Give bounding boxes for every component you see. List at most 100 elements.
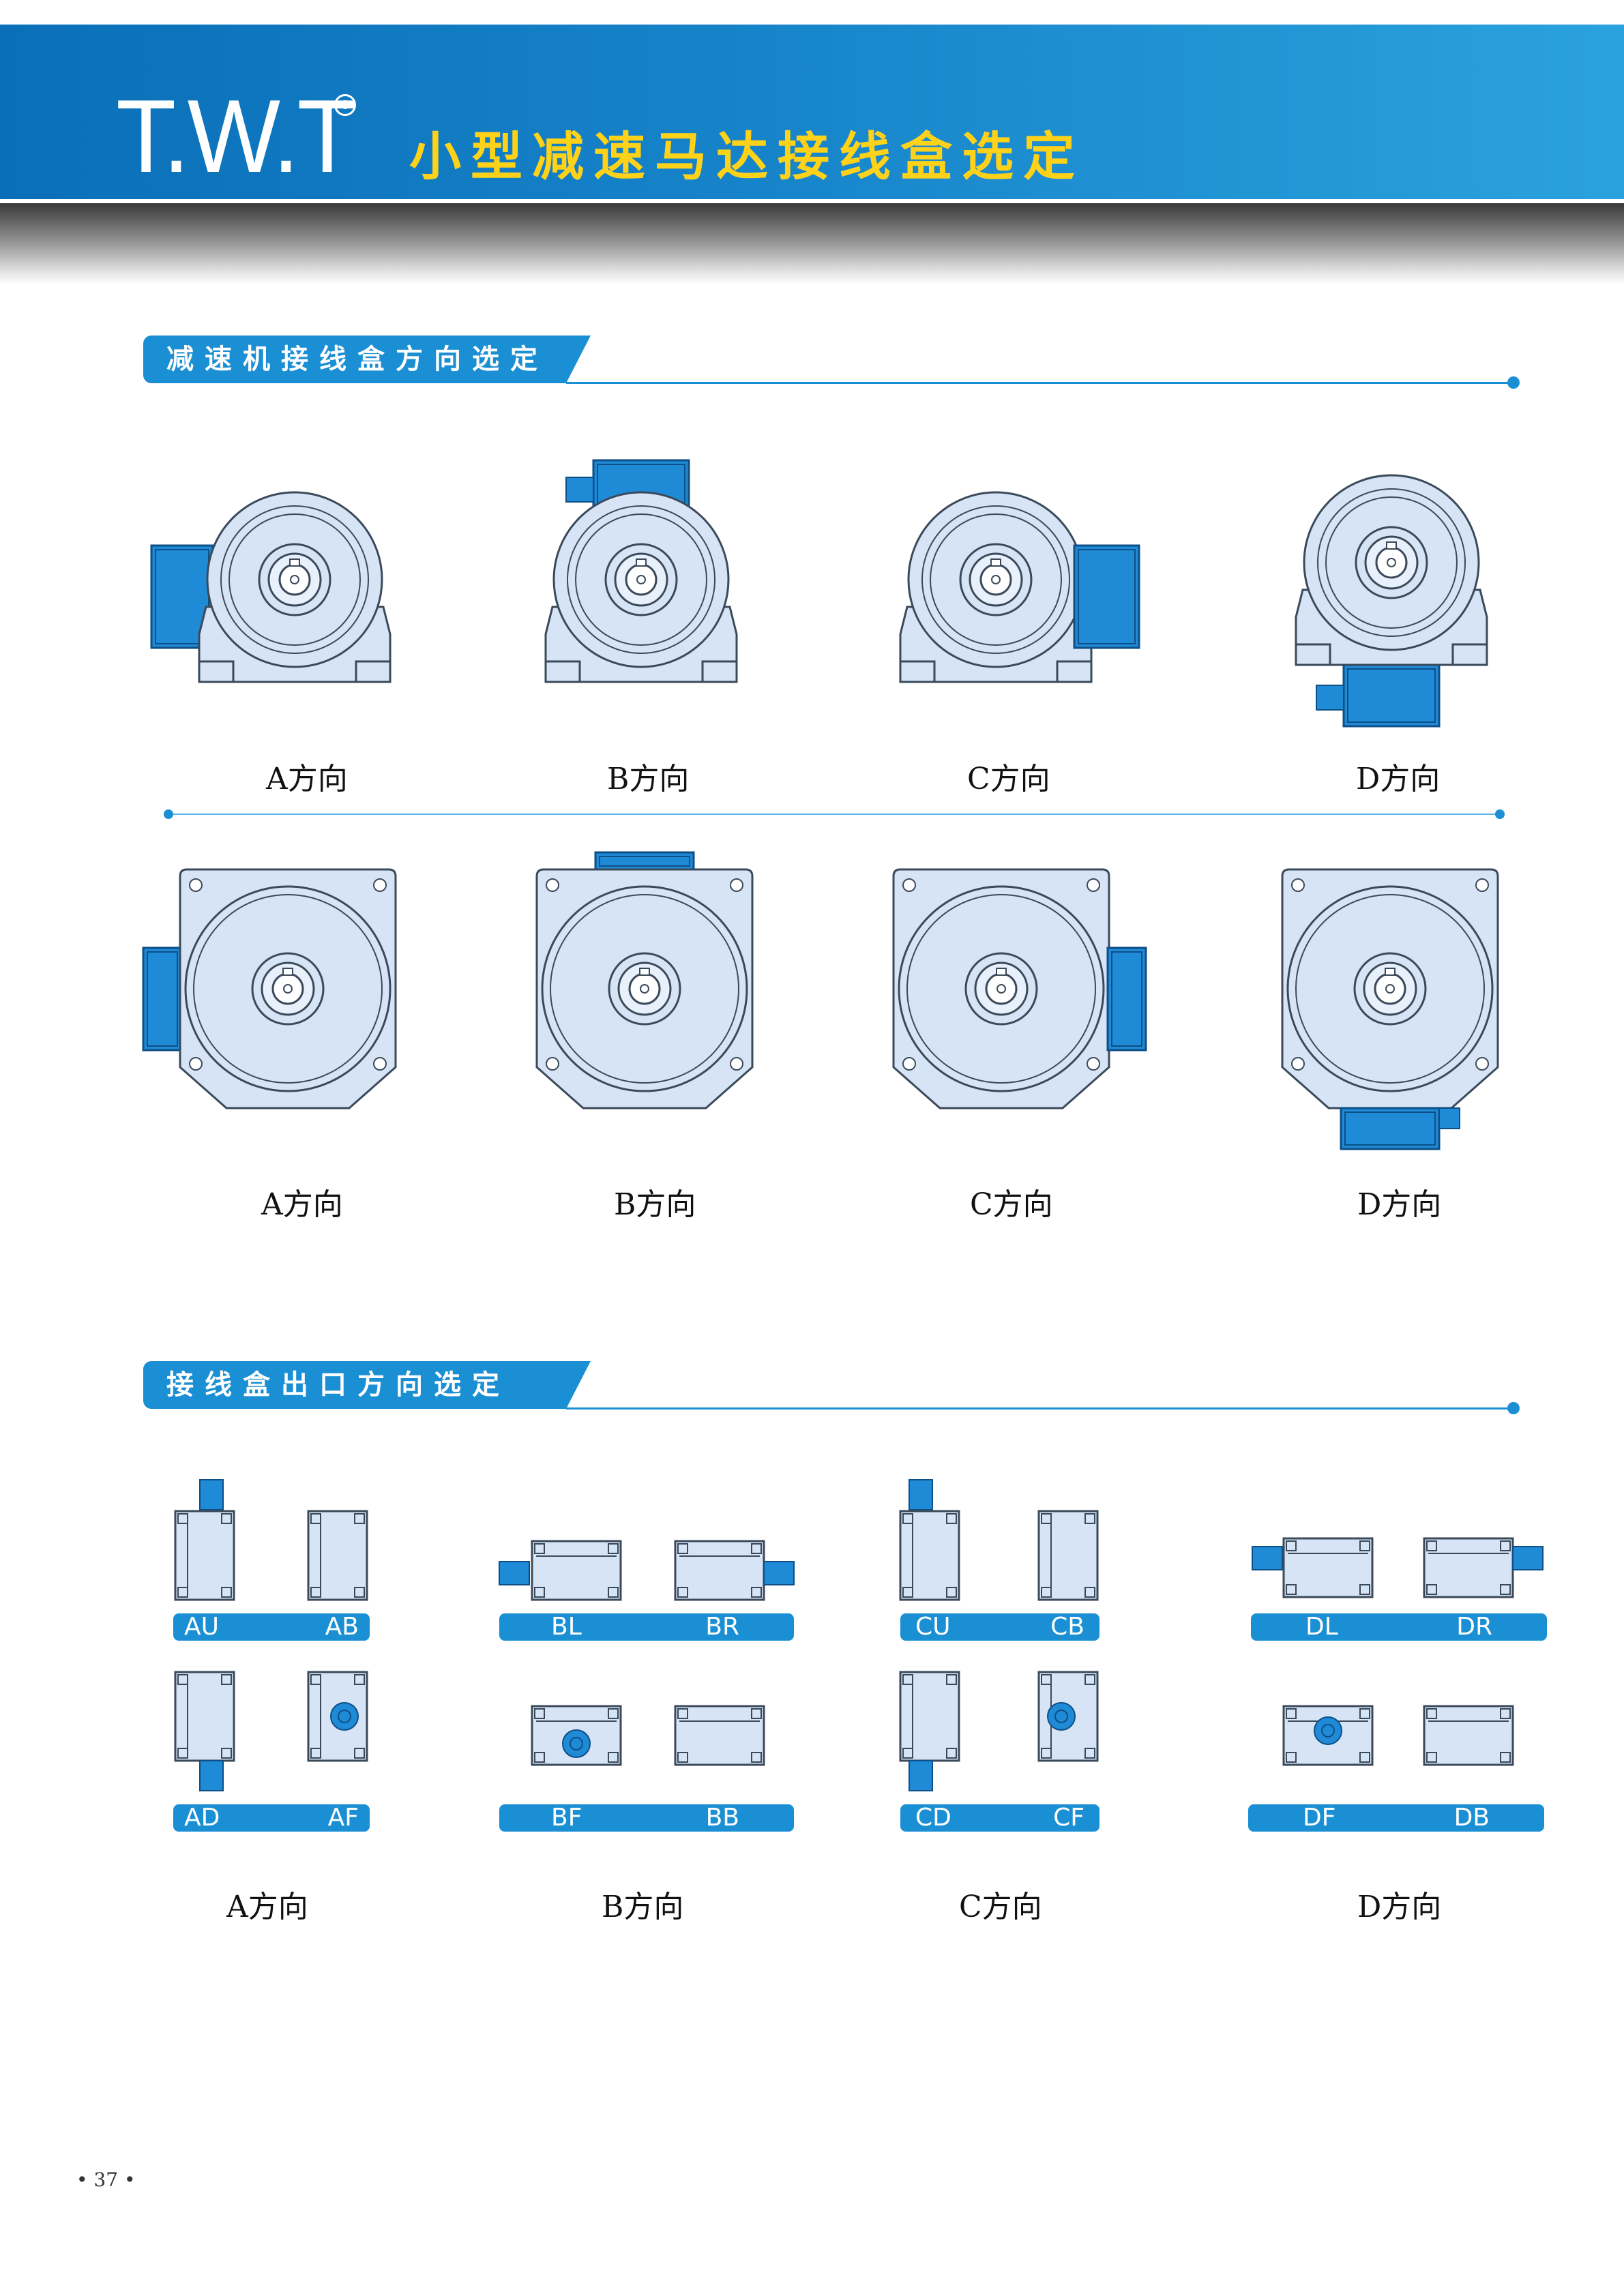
housing-ring-inner [930,513,1062,646]
flange-ring [541,885,748,1092]
side-motor-a [150,491,392,683]
flange-hole [546,878,559,892]
gland-core [570,1737,583,1750]
shaft-key [282,968,293,976]
box-br [674,1540,765,1601]
box-screw [177,1587,188,1598]
shaft-center [991,575,1001,584]
motor-front-icon [892,868,1110,1109]
motor-side-icon [198,491,392,683]
box-ab [307,1510,368,1601]
terminal-box-icon [1342,664,1441,728]
cable-gland-icon [1438,1107,1460,1129]
cable-gland-icon [763,1561,795,1585]
flange-hole [1475,878,1489,892]
cable-gland-icon [565,477,594,503]
box-screw [310,1748,321,1759]
front-caption-d: D方向 [1357,1187,1442,1222]
shaft [1375,546,1408,579]
box-screw [608,1543,619,1554]
flange-hole [1475,1057,1489,1071]
shaft-center [636,575,646,584]
side-caption-b: B方向 [607,762,690,796]
box-screw [1041,1748,1052,1759]
foot-right [1451,643,1488,666]
housing-ring [220,505,369,654]
box-screw [1041,1587,1052,1598]
box-screw [1426,1540,1437,1551]
cable-gland-icon [909,1760,933,1791]
box-screw [221,1674,232,1685]
terminal-box-inner [147,951,178,1047]
housing-ring-inner [228,513,361,646]
terminal-box-icon [899,1671,960,1762]
box-screw [677,1708,688,1719]
label-af: AF [327,1804,359,1832]
flange-hole [189,1057,203,1071]
box-cu [899,1510,960,1601]
side-motor-b [544,459,738,683]
box-screw [1359,1584,1370,1595]
front-motor-a [142,868,397,1109]
box-screw [751,1587,762,1598]
box-screw [1426,1708,1437,1719]
box-cb [1037,1510,1099,1601]
pill-d-bottom: DF DB [1248,1804,1544,1832]
side-motor-d [1295,474,1488,728]
box-dl [1282,1537,1374,1598]
motor-front-icon [1281,868,1499,1109]
box-screw [1359,1540,1370,1551]
header-shadow [0,203,1624,285]
flange-hole [730,1057,743,1071]
box-screw [1359,1708,1370,1719]
terminal-box-icon [142,946,183,1052]
header-divider [0,199,1624,203]
terminal-box-icon [174,1671,235,1762]
box-screw [751,1708,762,1719]
label-cd: CD [915,1804,951,1832]
box-screw [1084,1674,1095,1685]
box-screw [608,1587,619,1598]
pill-a-bottom: AD AF [173,1804,370,1832]
label-bb: BB [705,1804,739,1832]
front-caption-b: B方向 [614,1187,696,1222]
box-screw [1084,1513,1095,1524]
cable-gland-icon [1047,1702,1076,1731]
side-caption-a: A方向 [266,762,348,796]
foot-right [355,660,392,683]
housing-ring [567,505,715,654]
label-db: DB [1453,1804,1490,1832]
label-au: AU [184,1613,219,1641]
flange-hole [546,1057,559,1071]
housing-ring-inner [1325,496,1458,629]
label-br: BR [705,1613,739,1641]
motor-front-icon [535,868,754,1109]
cable-gland-icon [1252,1546,1283,1570]
shaft [271,972,304,1005]
outlet-box-drawings [174,1479,1544,1791]
terminal-box-icon [899,1510,960,1601]
terminal-box-inner [1347,668,1436,723]
box-cd [899,1671,960,1762]
flange-ring [898,885,1105,1092]
box-screw [1286,1584,1297,1595]
box-db [1423,1705,1514,1766]
flange-hole [902,1057,916,1071]
label-df: DF [1303,1804,1336,1832]
outlet-caption-d: D方向 [1357,1890,1442,1924]
box-screw [902,1587,913,1598]
box-screw [177,1748,188,1759]
foot-left [1295,643,1331,666]
box-screw [1359,1752,1370,1763]
box-screw [902,1748,913,1759]
pill-b-top: BL BR [499,1613,794,1641]
motor-side-icon [1295,474,1488,666]
shaft [1374,972,1406,1005]
foot-right [1056,660,1093,683]
box-screw [221,1748,232,1759]
label-bl: BL [551,1613,582,1641]
outlet-caption-a: A方向 [226,1890,308,1924]
pill-c-bottom: CD CF [900,1804,1099,1832]
motor-side-icon [899,491,1093,683]
gland-core [1054,1710,1068,1723]
